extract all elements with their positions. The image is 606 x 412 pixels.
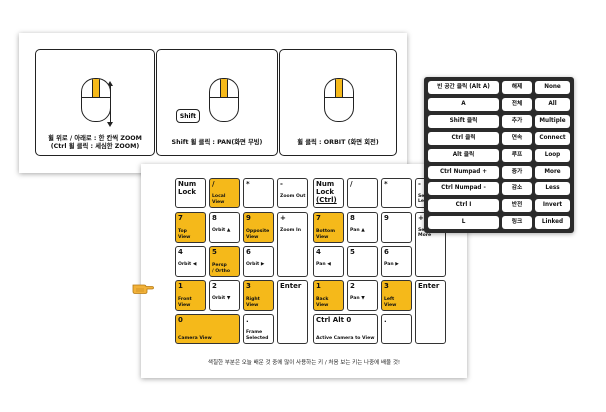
table-cell: 해제 (502, 81, 532, 94)
scroll-wheel-highlight (92, 79, 100, 97)
table-cell: 추가 (502, 114, 532, 128)
key-star: * (243, 178, 274, 208)
table-cell: All (535, 97, 570, 111)
zoom-panel: 휠 위로 / 아래로 : 한 칸씩 ZOOM (Ctrl 휠 클릭 : 세심한 … (35, 49, 155, 156)
key-star-ctrl: * (381, 178, 412, 208)
key-enter-ctrl: Enter (415, 280, 446, 344)
key-numlock-ctrl: Num Lock(Ctrl) (313, 178, 344, 208)
table-cell: 빈 공간 클릭 (Alt A) (428, 81, 499, 94)
table-cell: Ctrl Numpad - (428, 182, 499, 196)
key-5-ctrl: 5 (347, 246, 378, 277)
table-cell: L (428, 216, 499, 230)
mouse-icon (209, 78, 239, 122)
table-cell: Connect (535, 131, 570, 145)
key-dot-ctrl: . (381, 314, 412, 344)
mouse-controls-card: 휠 위로 / 아래로 : 한 칸씩 ZOOM (Ctrl 휠 클릭 : 세심한 … (19, 33, 407, 173)
zoom-caption: 휠 위로 / 아래로 : 한 칸씩 ZOOM (48, 135, 142, 142)
key-enter: Enter (277, 280, 308, 344)
mouse-icon (81, 78, 111, 122)
key-minus: -Zoom Out (277, 178, 308, 208)
table-cell: Linked (535, 216, 570, 230)
table-cell: Ctrl Numpad + (428, 165, 499, 179)
orbit-panel: 휠 클릭 : ORBIT (화면 회전) (279, 49, 397, 156)
table-cell: Less (535, 182, 570, 196)
key-numlock: Num Lock (175, 178, 206, 208)
table-cell: Ctrl I (428, 199, 499, 213)
orbit-caption: 휠 클릭 : ORBIT (화면 회전) (297, 139, 379, 146)
table-cell: Ctrl 클릭 (428, 131, 499, 145)
table-cell: 증가 (502, 165, 532, 179)
table-cell: A (428, 97, 499, 111)
table-cell: More (535, 165, 570, 179)
table-cell: 전체 (502, 97, 532, 111)
table-cell: 반전 (502, 199, 532, 213)
table-cell: 연속 (502, 131, 532, 145)
key-slash-ctrl: / (347, 178, 378, 208)
key-plus: +Zoom In (277, 212, 308, 277)
table-cell: Invert (535, 199, 570, 213)
zoom-caption-detail: (Ctrl 휠 클릭 : 세심한 ZOOM) (50, 143, 140, 150)
footer-note: 색칠한 부분은 오늘 배운 것 중에 많이 사용하는 키 / 처음 보는 키는 … (207, 360, 401, 366)
shift-key-icon: Shift (176, 109, 200, 123)
table-cell: 루프 (502, 148, 532, 162)
table-cell: None (535, 81, 570, 94)
key-9-ctrl: 9 (381, 212, 412, 243)
table-cell: 링크 (502, 216, 532, 230)
pointing-hand-icon (132, 284, 154, 294)
key-dot: .Frame Selected (243, 314, 274, 344)
pan-panel: Shift Shift 휠 클릭 : PAN(화면 무빙) (156, 49, 278, 156)
pan-caption: Shift 휠 클릭 : PAN(화면 무빙) (171, 139, 263, 146)
table-cell: 감소 (502, 182, 532, 196)
key-slash: /Local View (209, 178, 240, 208)
table-cell: Multiple (535, 114, 570, 128)
table-cell: Loop (535, 148, 570, 162)
table-cell: Shift 클릭 (428, 114, 499, 128)
mouse-icon (324, 78, 354, 122)
table-cell: Alt 클릭 (428, 148, 499, 162)
